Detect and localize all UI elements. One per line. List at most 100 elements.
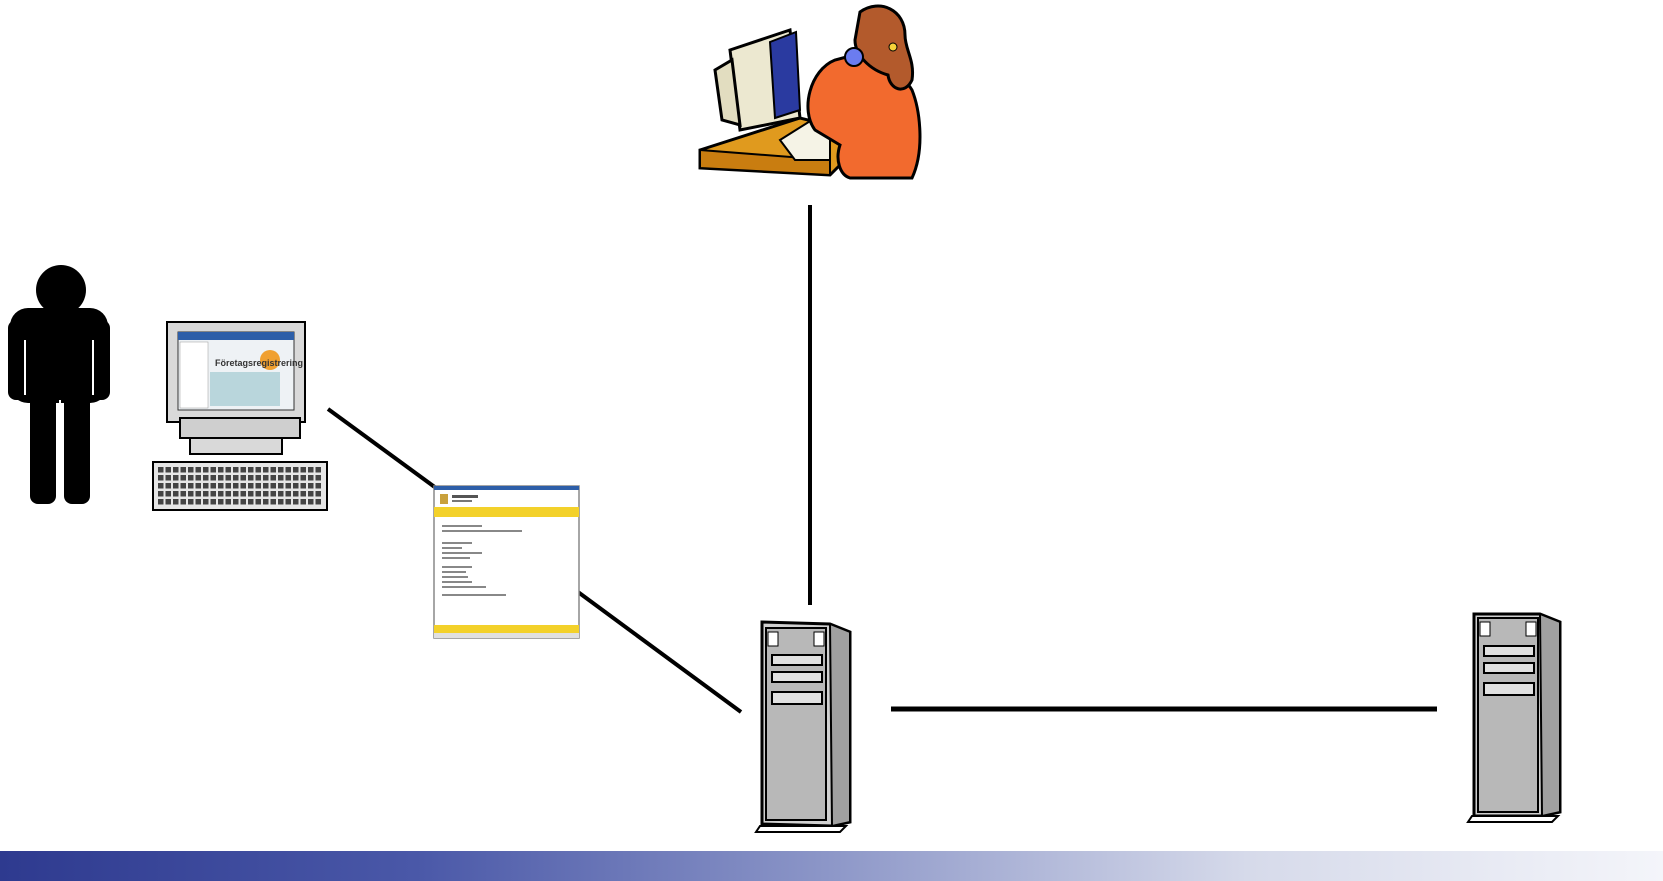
keyboard-key [308, 483, 314, 489]
keyboard-key [308, 475, 314, 481]
keyboard-key [188, 499, 194, 505]
keyboard-key [218, 467, 224, 473]
keyboard-key [188, 483, 194, 489]
keyboard-key [248, 483, 254, 489]
keyboard-key [271, 483, 277, 489]
keyboard-key [188, 475, 194, 481]
keyboard-key [256, 467, 262, 473]
keyboard-key [233, 483, 239, 489]
keyboard-key [286, 467, 292, 473]
keyboard-key [203, 483, 209, 489]
keyboard-key [173, 491, 179, 497]
keyboard-key [271, 499, 277, 505]
keyboard-key [271, 491, 277, 497]
keyboard-key [173, 483, 179, 489]
keyboard-key [166, 491, 172, 497]
keyboard-key [271, 475, 277, 481]
keyboard-key [241, 467, 247, 473]
keyboard-key [256, 491, 262, 497]
keyboard-key [226, 475, 232, 481]
keyboard-key [293, 475, 299, 481]
keyboard-key [158, 467, 164, 473]
keyboard-key [203, 475, 209, 481]
keyboard-key [278, 475, 284, 481]
keyboard-key [166, 467, 172, 473]
keyboard-key [241, 491, 247, 497]
keyboard-key [293, 483, 299, 489]
keyboard-key [203, 467, 209, 473]
web-form-document-icon [434, 486, 579, 638]
server-tower-remote-icon [1468, 614, 1560, 822]
keyboard-key [316, 499, 322, 505]
keyboard-key [241, 499, 247, 505]
keyboard-key [203, 499, 209, 505]
keyboard-key [211, 467, 217, 473]
keyboard-key [286, 499, 292, 505]
keyboard-key [263, 475, 269, 481]
keyboard-key [293, 467, 299, 473]
keyboard-key [173, 475, 179, 481]
keyboard-key [293, 491, 299, 497]
keyboard-key [181, 467, 187, 473]
keyboard-key [248, 499, 254, 505]
keyboard-key [181, 491, 187, 497]
keyboard-key [218, 499, 224, 505]
server-tower-main-icon [756, 622, 850, 832]
keyboard-key [271, 467, 277, 473]
keyboard-key [211, 499, 217, 505]
keyboard-key [256, 475, 262, 481]
keyboard-key [196, 483, 202, 489]
edge-webform-server [578, 592, 741, 712]
keyboard-key [316, 475, 322, 481]
keyboard-key [166, 499, 172, 505]
keyboard-key [248, 475, 254, 481]
keyboard-key [278, 467, 284, 473]
keyboard-key [166, 475, 172, 481]
keyboard-key [158, 499, 164, 505]
keyboard-key [301, 475, 307, 481]
keyboard-key [173, 499, 179, 505]
keyboard-key [196, 467, 202, 473]
keyboard-key [181, 475, 187, 481]
keyboard-key [308, 491, 314, 497]
keyboard-key [286, 475, 292, 481]
keyboard-key [218, 475, 224, 481]
keyboard-key [248, 491, 254, 497]
keyboard-key [278, 499, 284, 505]
keyboard-key [226, 483, 232, 489]
keyboard-key [211, 491, 217, 497]
desktop-computer-icon: Företagsregistrering [153, 322, 327, 510]
edge-desktop-webform [328, 409, 436, 488]
keyboard-key [196, 499, 202, 505]
keyboard-key [226, 467, 232, 473]
keyboard-key [226, 499, 232, 505]
keyboard-key [196, 475, 202, 481]
keyboard-key [181, 483, 187, 489]
keyboard-key [188, 491, 194, 497]
person-icon [8, 265, 110, 504]
keyboard-key [233, 499, 239, 505]
keyboard-key [316, 483, 322, 489]
keyboard-key [241, 483, 247, 489]
keyboard-key [316, 491, 322, 497]
keyboard-key [301, 483, 307, 489]
keyboard-key [301, 467, 307, 473]
keyboard-key [181, 499, 187, 505]
keyboard-key [286, 483, 292, 489]
keyboard-key [263, 491, 269, 497]
keyboard-key [263, 499, 269, 505]
keyboard-key [278, 491, 284, 497]
keyboard-key [158, 483, 164, 489]
keyboard-key [256, 499, 262, 505]
keyboard-key [248, 467, 254, 473]
keyboard-key [196, 491, 202, 497]
keyboard-key [211, 483, 217, 489]
keyboard-key [233, 491, 239, 497]
keyboard-key [263, 467, 269, 473]
keyboard-key [211, 475, 217, 481]
keyboard-key [308, 467, 314, 473]
keyboard-key [203, 491, 209, 497]
keyboard-key [286, 491, 292, 497]
